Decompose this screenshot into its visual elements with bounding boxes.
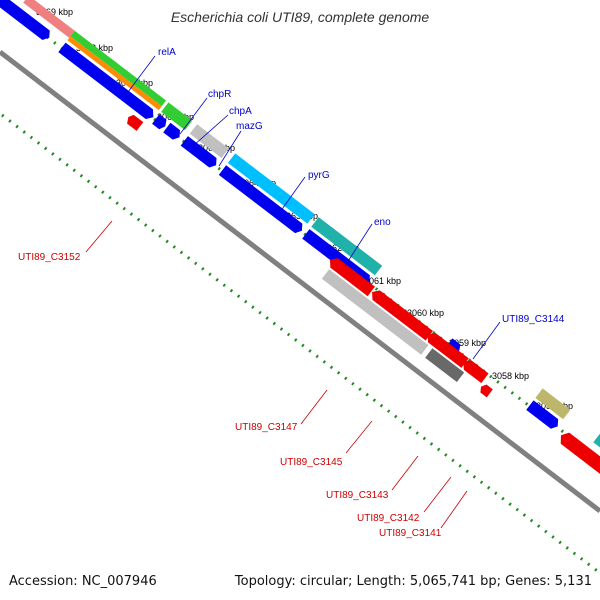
feature-lightgrey-C3145[interactable] [321, 269, 429, 355]
leader-C3142 [423, 476, 452, 513]
feature-track [0, 0, 600, 496]
label-mazG[interactable]: mazG [236, 121, 263, 132]
leader-C3147 [300, 389, 328, 425]
leader-chpA [192, 114, 229, 147]
label-C3147[interactable]: UTI89_C3147 [235, 422, 298, 433]
feature-olive[interactable] [535, 388, 571, 420]
gene-reverse-C3143[interactable] [424, 330, 469, 368]
topology-text: Topology: circular; Length: 5,065,741 bp… [234, 574, 592, 589]
gene-forward-C3144[interactable] [526, 400, 561, 431]
ruler-tick-3061: 3061 kbp [364, 276, 401, 286]
feature-salmon[interactable] [23, 0, 75, 38]
label-eno[interactable]: eno [374, 217, 391, 228]
feature-green-relA[interactable] [70, 30, 167, 107]
label-C3142[interactable]: UTI89_C3142 [357, 513, 420, 524]
ruler-tick-3069: 3069 kbp [36, 7, 73, 17]
ruler-tick-3059: 3059 kbp [449, 338, 486, 348]
gene-reverse-C3142[interactable] [460, 357, 489, 384]
label-C3145[interactable]: UTI89_C3145 [280, 457, 343, 468]
feature-green-chpR[interactable] [161, 102, 193, 131]
feature-orange[interactable] [67, 36, 162, 111]
feature-grey-mazG[interactable] [189, 124, 229, 159]
gene-forward-chpA[interactable] [163, 122, 183, 142]
leader-relA [127, 55, 156, 93]
label-chpA[interactable]: chpA [229, 106, 252, 117]
blue-labels: relA chpR chpA mazG pyrG eno UTI89_C3144 [127, 47, 565, 360]
leader-eno [344, 223, 373, 267]
label-C3143[interactable]: UTI89_C3143 [326, 490, 389, 501]
gene-reverse-far[interactable] [557, 430, 600, 496]
red-labels: UTI89_C3152 UTI89_C3147 UTI89_C3145 UTI8… [18, 220, 468, 539]
label-chpR[interactable]: chpR [208, 89, 231, 100]
map-title: Escherichia coli UTI89, complete genome [171, 9, 430, 25]
label-C3144[interactable]: UTI89_C3144 [502, 314, 565, 325]
feature-cyan-pyrG[interactable] [227, 153, 315, 224]
gene-forward-1[interactable] [0, 0, 53, 42]
label-C3141[interactable]: UTI89_C3141 [379, 528, 442, 539]
gene-reverse-C3145[interactable] [368, 287, 433, 341]
feature-darkgrey-C3141[interactable] [425, 348, 465, 383]
leader-pyrG [279, 176, 306, 213]
gene-forward-chpR[interactable] [152, 114, 169, 131]
gene-reverse-C3141[interactable] [478, 383, 493, 398]
leader-mazG [218, 130, 242, 167]
gene-forward-mazG[interactable] [180, 136, 220, 170]
label-relA[interactable]: relA [158, 47, 176, 58]
leader-C3141 [440, 490, 468, 529]
feature-teal-eno[interactable] [311, 217, 383, 276]
gene-forward-relA[interactable] [58, 42, 157, 122]
leader-C3144 [472, 321, 501, 360]
leader-C3152 [85, 220, 113, 253]
label-pyrG[interactable]: pyrG [308, 170, 330, 181]
ruler-tick-3058: 3058 kbp [492, 371, 529, 381]
leader-C3143 [391, 455, 419, 491]
gene-reverse-C3147[interactable] [326, 255, 375, 297]
accession-text: Accession: NC_007946 [9, 574, 157, 589]
gene-reverse-C3152[interactable] [125, 113, 144, 131]
label-C3152[interactable]: UTI89_C3152 [18, 252, 81, 263]
leader-chpR [179, 97, 208, 135]
leader-C3145 [345, 420, 373, 454]
gene-forward-pyrG[interactable] [218, 165, 306, 235]
tick-track-lower [1, 113, 600, 575]
genome-backbone [0, 50, 600, 513]
ruler-tick-3060: 3060 kbp [407, 308, 444, 318]
